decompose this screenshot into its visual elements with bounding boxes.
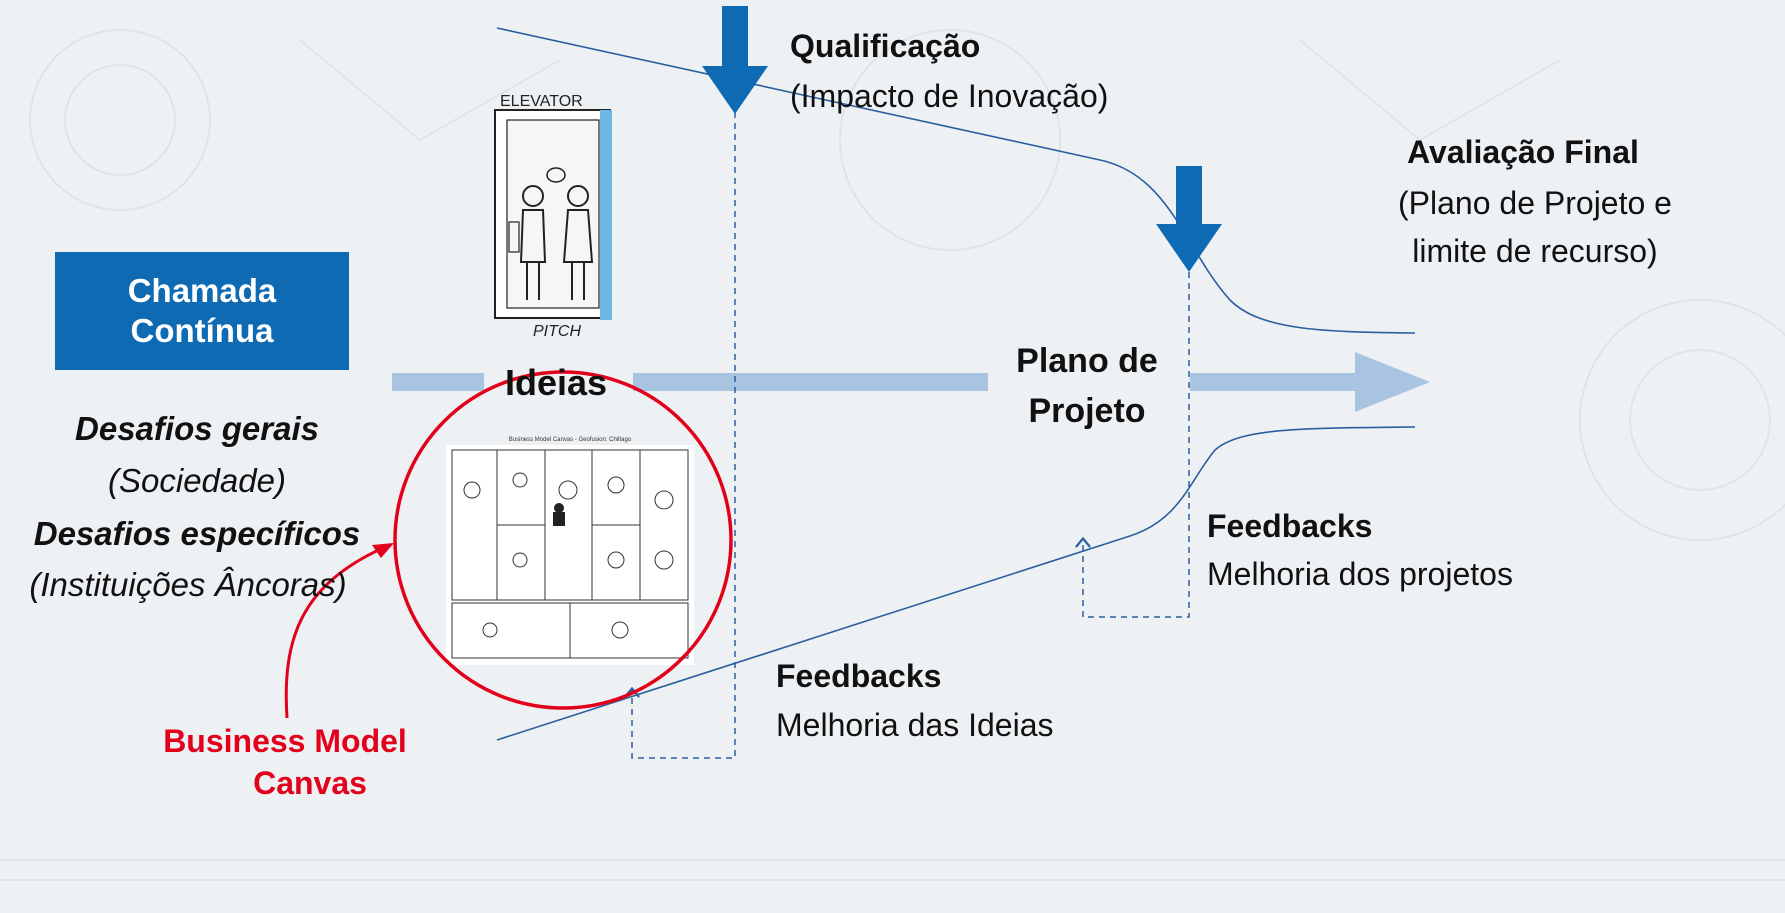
avaliacao-gate-line xyxy=(1083,272,1190,618)
plano-de-projeto-line2: Projeto xyxy=(1028,392,1146,430)
avaliacao-final-line1: (Plano de Projeto e xyxy=(1398,185,1672,221)
canvas-sheet-title: Business Model Canvas - Geofusion: Chilt… xyxy=(509,437,632,443)
avaliacao-final-line2: limite de recurso) xyxy=(1412,233,1658,269)
flow-arrowhead xyxy=(1355,352,1430,412)
canvas-highlight-circle xyxy=(393,370,733,710)
desafios-especificos: Desafios específicos xyxy=(33,515,361,552)
chamada-continua-box: Chamada Contínua xyxy=(55,252,349,370)
elevator-label: ELEVATOR xyxy=(500,93,583,110)
chamada-line2: Contínua xyxy=(130,312,274,349)
feedbacks-ideias-subtitle: Melhoria das Ideias xyxy=(776,707,1054,743)
qualificacao-title: Qualificação xyxy=(790,28,981,64)
feedbacks-projetos-subtitle: Melhoria dos projetos xyxy=(1207,556,1513,592)
main-flow-arrow xyxy=(392,352,1430,412)
flow-segment-1 xyxy=(392,373,484,391)
avaliacao-final-title: Avaliação Final xyxy=(1407,134,1639,170)
plano-de-projeto-line1: Plano de xyxy=(1016,342,1158,380)
canvas-pointer-arrowhead xyxy=(372,543,394,558)
avaliacao-arrow-icon xyxy=(1156,166,1222,272)
desafios-sociedade: (Sociedade) xyxy=(108,462,286,499)
chamada-line1: Chamada xyxy=(127,272,277,309)
qualificacao-subtitle: (Impacto de Inovação) xyxy=(790,78,1109,114)
business-model-canvas-label: Business Model xyxy=(163,723,407,759)
funnel-top-line xyxy=(496,27,1416,334)
business-model-canvas-label-2: Canvas xyxy=(253,765,367,801)
funnel-bottom-line xyxy=(496,426,1416,741)
qualificacao-arrow-icon xyxy=(702,6,768,114)
business-model-canvas-sketch: Business Model Canvas - Geofusion: Chilt… xyxy=(446,437,694,665)
pitch-label: PITCH xyxy=(533,323,581,340)
qualificacao-gate-line xyxy=(632,112,736,759)
flow-segment-2 xyxy=(633,373,988,391)
elevator-pitch-sketch: ELEVATOR PITCH xyxy=(494,93,612,340)
flow-segment-3 xyxy=(1190,373,1355,391)
ideias-label: Ideias xyxy=(505,362,608,403)
feedbacks-projetos-title: Feedbacks xyxy=(1207,508,1373,544)
desafios-instituicoes: (Instituições Âncoras) xyxy=(29,566,347,603)
desafios-gerais: Desafios gerais xyxy=(75,410,319,447)
canvas-pointer-arrow xyxy=(284,545,386,719)
feedbacks-ideias-title: Feedbacks xyxy=(776,658,942,694)
